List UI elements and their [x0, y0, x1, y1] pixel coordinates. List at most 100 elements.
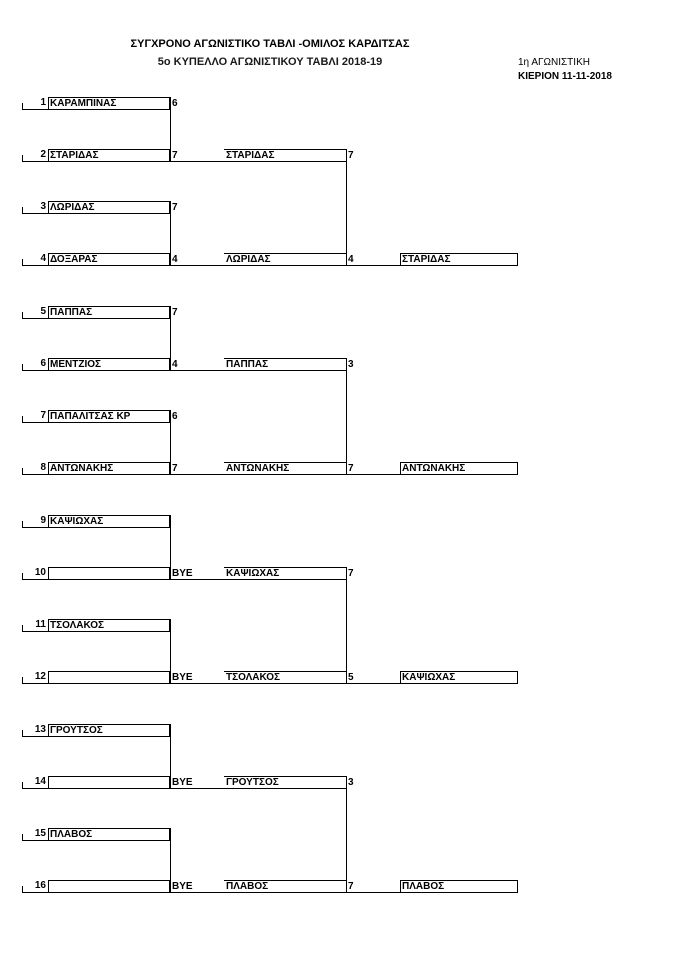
match-connector: [170, 97, 171, 161]
round2-name: ΑΝΤΩΝΑΚΗΣ: [226, 463, 290, 474]
round2-name: ΛΩΡΙΔΑΣ: [226, 254, 271, 265]
player-name: ΠΑΠΠΑΣ: [50, 307, 93, 318]
player-score: 7: [172, 307, 178, 318]
round2-name: ΠΑΠΠΑΣ: [226, 359, 269, 370]
seed-line: [22, 892, 48, 893]
round2-connector: [346, 776, 347, 892]
seed-number: 11: [35, 619, 46, 630]
round2-box-top: [224, 358, 346, 359]
player-box: [48, 358, 170, 371]
round2-box-top: [224, 776, 346, 777]
sheet-subtitle: 5ο ΚΥΠΕΛΛΟ ΑΓΩΝΙΣΤΙΚΟΥ ΤΑΒΛΙ 2018-19: [157, 56, 383, 68]
seed-number: 3: [40, 201, 46, 212]
player-box: [48, 253, 170, 266]
round2-line: [170, 474, 346, 475]
seed-number: 15: [34, 828, 46, 839]
round2-connector: [346, 358, 347, 474]
seed-tick: [22, 834, 23, 841]
player-name: ΑΝΤΩΝΑΚΗΣ: [50, 463, 114, 474]
match-connector: [170, 410, 171, 474]
seed-number: 6: [40, 358, 46, 369]
round2-box-top: [224, 880, 346, 881]
round2-score: 7: [348, 568, 354, 579]
seed-number: 12: [34, 671, 46, 682]
player-box: [48, 410, 170, 423]
round2-score: 4: [348, 254, 354, 265]
player-box: [48, 97, 170, 110]
player-box: [48, 776, 170, 789]
round2-box-top: [224, 671, 346, 672]
final-name: ΣΤΑΡΙΔΑΣ: [402, 254, 451, 265]
final-name: ΑΝΤΩΝΑΚΗΣ: [402, 463, 466, 474]
player-score: BYE: [172, 672, 193, 683]
round2-box-top: [224, 149, 346, 150]
final-box: [400, 880, 518, 893]
round-label: 1η ΑΓΩΝΙΣΤΙΚΗ: [518, 57, 590, 68]
player-name: ΛΩΡΙΔΑΣ: [50, 202, 95, 213]
seed-tick: [22, 677, 23, 684]
seed-tick: [22, 259, 23, 266]
round2-name: ΠΛΑΒΟΣ: [226, 881, 269, 892]
final-line: [346, 892, 400, 893]
seed-number: 1: [40, 97, 46, 108]
round2-line: [170, 370, 346, 371]
seed-tick: [22, 312, 23, 319]
player-box: [48, 462, 170, 475]
round2-score: 7: [348, 881, 354, 892]
player-box: [48, 619, 170, 632]
seed-tick: [22, 573, 23, 580]
seed-tick: [22, 730, 23, 737]
seed-tick: [22, 103, 23, 110]
player-score: 6: [172, 411, 178, 422]
player-score: BYE: [172, 777, 193, 788]
final-name: ΠΛΑΒΟΣ: [402, 881, 445, 892]
seed-line: [22, 109, 48, 110]
player-box: [48, 306, 170, 319]
seed-line: [22, 265, 48, 266]
player-score: 7: [172, 463, 178, 474]
round2-box-top: [224, 567, 346, 568]
player-name: ΚΑΨΙΩΧΑΣ: [50, 516, 104, 527]
match-connector: [170, 306, 171, 370]
round2-name: ΣΤΑΡΙΔΑΣ: [226, 150, 275, 161]
seed-number: 16: [34, 880, 46, 891]
player-name: ΓΡΟΥΤΣΟΣ: [50, 725, 103, 736]
seed-number: 7: [40, 410, 46, 421]
round2-line: [170, 683, 346, 684]
seed-line: [22, 579, 48, 580]
player-score: 4: [172, 359, 178, 370]
player-name: ΜΕΝΤΖΙΟΣ: [50, 359, 101, 370]
round2-line: [170, 579, 346, 580]
round2-name: ΚΑΨΙΩΧΑΣ: [226, 568, 280, 579]
seed-tick: [22, 416, 23, 423]
player-box: [48, 515, 170, 528]
sheet-title: ΣΥΓΧΡΟΝΟ ΑΓΩΝΙΣΤΙΚΟ ΤΑΒΛΙ -ΟΜΙΛΟΣ ΚΑΡΔΙΤ…: [130, 38, 410, 50]
seed-line: [22, 422, 48, 423]
match-connector: [170, 828, 171, 892]
player-box: [48, 149, 170, 162]
player-box: [48, 671, 170, 684]
seed-number: 13: [34, 724, 46, 735]
round2-score: 5: [348, 672, 354, 683]
seed-number: 10: [34, 567, 46, 578]
round2-box-top: [224, 462, 346, 463]
seed-tick: [22, 782, 23, 789]
round2-line: [170, 788, 346, 789]
round2-box-top: [224, 253, 346, 254]
player-score: 7: [172, 202, 178, 213]
final-line: [346, 474, 400, 475]
round2-connector: [346, 149, 347, 265]
player-box: [48, 201, 170, 214]
final-box: [400, 462, 518, 475]
date-label: ΚΙΕΡΙΟΝ 11-11-2018: [518, 71, 612, 82]
round2-connector: [346, 567, 347, 683]
round2-line: [170, 161, 346, 162]
seed-line: [22, 683, 48, 684]
seed-number: 9: [40, 515, 46, 526]
seed-line: [22, 474, 48, 475]
player-box: [48, 880, 170, 893]
match-connector: [170, 515, 171, 579]
round2-score: 7: [348, 150, 354, 161]
seed-tick: [22, 364, 23, 371]
player-name: ΣΤΑΡΙΔΑΣ: [50, 150, 99, 161]
